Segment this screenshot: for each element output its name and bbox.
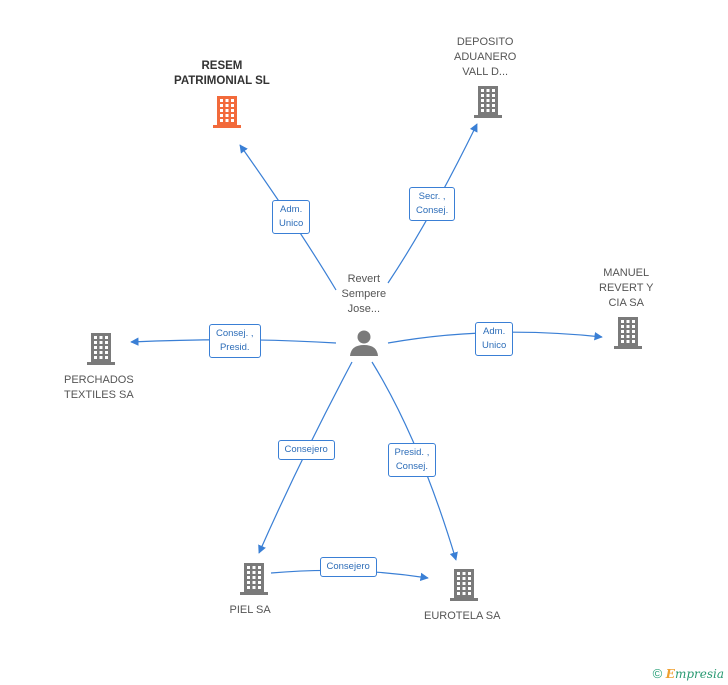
node-label-line: VALL D... [462,66,509,78]
building-icon[interactable] [87,333,115,365]
edge-label-line: Consej. , [216,328,254,339]
node-label-line: EUROTELA SA [424,610,501,622]
edge-label-to-resem[interactable]: Adm. Unico [272,200,311,234]
node-label-line: Jose... [347,303,381,315]
edge-label-piel-to-eurotela[interactable]: Consejero [319,557,377,577]
edge-label-to-perchados[interactable]: Consej. , Presid. [209,324,261,358]
node-label-line: MANUEL [603,267,650,279]
edge-label-line: Presid. [219,342,250,353]
edge-label-to-piel[interactable]: Consejero [277,440,335,460]
node-label-line: PIEL SA [229,604,271,616]
edge-label-to-manuel[interactable]: Adm. Unico [475,322,514,356]
edge-label-line: Consejero [284,444,328,455]
node-label-piel[interactable]: PIEL SA [230,603,271,618]
node-label-line: RESEM [201,60,243,72]
node-label-line: PATRIMONIAL SL [174,75,270,87]
edge-label-to-deposito[interactable]: Secr. , Consej. [409,187,456,221]
node-label-deposito[interactable]: DEPOSITO ADUANERO VALL D... [454,35,516,80]
building-icon[interactable] [614,317,642,349]
edge-label-line: Adm. [483,326,506,337]
node-label-line: CIA SA [608,297,644,309]
empresia-logo: Empresia [665,667,724,681]
building-icon[interactable] [213,96,241,128]
footer-brand: © Empresia [653,666,724,681]
node-label-line: DEPOSITO [456,36,514,48]
node-label-line: REVERT Y [599,282,654,294]
edge-label-line: Presid. , [394,447,430,458]
node-label-line: PERCHADOS [64,374,134,386]
copyright-icon: © [652,666,663,681]
node-label-line: TEXTILES SA [64,389,134,401]
edge-label-line: Consejero [326,561,370,572]
node-label-perchados[interactable]: PERCHADOS TEXTILES SA [64,373,134,403]
person-icon[interactable] [350,330,378,357]
edge-label-line: Consej. [395,461,429,472]
building-icon[interactable] [240,563,268,595]
node-label-line: ADUANERO [454,51,517,63]
edge-label-line: Secr. , [418,191,446,202]
building-icon[interactable] [450,569,478,601]
node-label-manuel[interactable]: MANUEL REVERT Y CIA SA [599,266,653,311]
edge-label-line: Unico [482,340,507,351]
node-label-resem[interactable]: RESEM PATRIMONIAL SL [174,59,270,89]
edge-label-to-eurotela[interactable]: Presid. , Consej. [387,443,437,477]
node-label-line: Sempere [341,288,387,300]
edge-label-line: Unico [279,218,304,229]
building-icon[interactable] [474,86,502,118]
node-label-eurotela[interactable]: EUROTELA SA [424,609,500,624]
node-label-line: Revert [347,273,381,285]
edge-label-line: Adm. [280,204,303,215]
edge-label-line: Consej. [416,205,449,216]
